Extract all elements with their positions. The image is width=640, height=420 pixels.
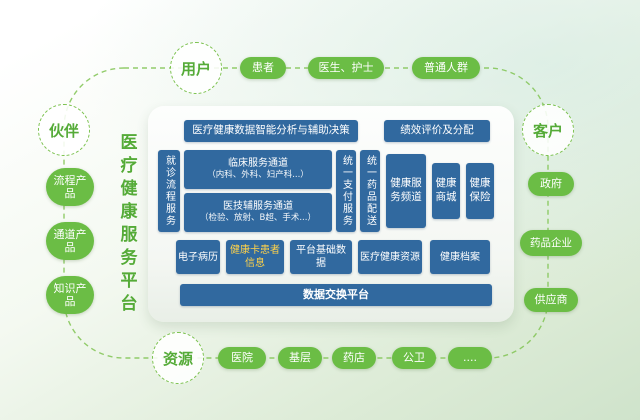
node-resources: 资源: [152, 332, 204, 384]
box-emr: 电子病历: [176, 240, 220, 274]
pill-grassroots: 基层: [278, 347, 322, 369]
pill-general-public: 普通人群: [412, 57, 480, 79]
pill-pharmacies: 药店: [332, 347, 376, 369]
pill-doctors-nurses: 医生、护士: [308, 57, 384, 79]
box-unified-payment: 统一支付服务: [336, 150, 356, 232]
box-health-insurance: 健康保险: [466, 163, 494, 219]
box-medtech-channel: 医技辅服务通道 （检验、放射、B超、手术...）: [184, 193, 332, 232]
pill-suppliers: 供应商: [524, 288, 578, 312]
box-health-channel: 健康服务频道: [386, 154, 426, 228]
box-health-mall: 健康商城: [432, 163, 460, 219]
box-health-card: 健康卡患者信息: [226, 240, 284, 274]
box-data-analysis: 医疗健康数据智能分析与辅助决策: [184, 120, 358, 142]
pill-process-products: 流程产品: [46, 168, 94, 206]
pill-government: 政府: [528, 172, 574, 196]
node-partners: 伙伴: [38, 104, 90, 156]
pill-hospitals: 医院: [218, 347, 266, 369]
box-clinical-channel: 临床服务通道 （内科、外科、妇产科...）: [184, 150, 332, 189]
box-base-data: 平台基础数据: [290, 240, 352, 274]
node-users: 用户: [170, 42, 222, 94]
box-clinical-channel-sub: （内科、外科、妇产科...）: [207, 170, 309, 181]
box-health-record: 健康档案: [430, 240, 490, 274]
box-medtech-channel-title: 医技辅服务通道: [223, 201, 293, 213]
pill-pharma-companies: 药品企业: [520, 230, 582, 256]
box-health-resource: 医疗健康资源: [358, 240, 422, 274]
pill-more-ellipsis: ....: [448, 347, 492, 369]
box-clinical-channel-title: 临床服务通道: [228, 158, 288, 170]
pill-public-health: 公卫: [392, 347, 436, 369]
pill-patients: 患者: [240, 57, 286, 79]
platform-title: 医疗健康服务平台: [116, 133, 137, 317]
box-performance: 绩效评价及分配: [384, 120, 490, 142]
box-visit-process: 就诊流程服务: [158, 150, 180, 232]
pill-knowledge-products: 知识产品: [46, 276, 94, 314]
box-data-exchange: 数据交换平台: [180, 284, 492, 306]
box-medtech-channel-sub: （检验、放射、B超、手术...）: [200, 213, 316, 224]
pill-channel-products: 通道产品: [46, 222, 94, 260]
node-customers: 客户: [522, 104, 574, 156]
box-drug-delivery: 统一药品配送: [360, 150, 380, 232]
